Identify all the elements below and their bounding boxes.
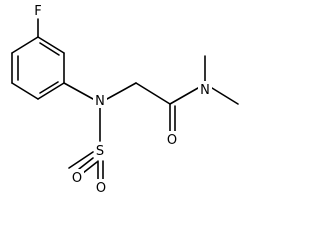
sulfonyl-oxygen-bottom-atom-label: O [96, 181, 106, 196]
ring-bond-4 [11, 82, 39, 100]
chemical-structure-diagram: F N N O S O O [11, 2, 239, 196]
ring-bond-6 [11, 36, 39, 54]
amine-nitrogen-atom-label: N [95, 94, 105, 109]
ring-double-bond-1 [39, 42, 60, 56]
s-o-left-bond-b [82, 161, 98, 174]
amide-nitrogen-atom-label: N [200, 83, 210, 98]
fluorine-atom-label: F [34, 4, 41, 19]
carbonyl-amide-n-bond [169, 87, 199, 105]
ring-n-bond [63, 82, 94, 100]
fluorophenyl-ring [11, 36, 65, 100]
ring-bond-1 [37, 36, 65, 54]
s-o-left-bond-a [78, 157, 94, 170]
carbonyl-oxygen-atom-label: O [167, 133, 177, 148]
amide-n-methyl-right-bond [211, 87, 239, 105]
ch2-carbonyl-bond [135, 82, 171, 105]
ring-double-bond-2 [39, 81, 59, 94]
sulfonyl-oxygen-left-atom-label: O [72, 171, 82, 186]
ring-bond-3 [37, 82, 65, 100]
n-ch2-bond [106, 82, 137, 100]
sulfur-atom-label: S [96, 144, 104, 159]
s-methyl-bond [68, 151, 94, 169]
